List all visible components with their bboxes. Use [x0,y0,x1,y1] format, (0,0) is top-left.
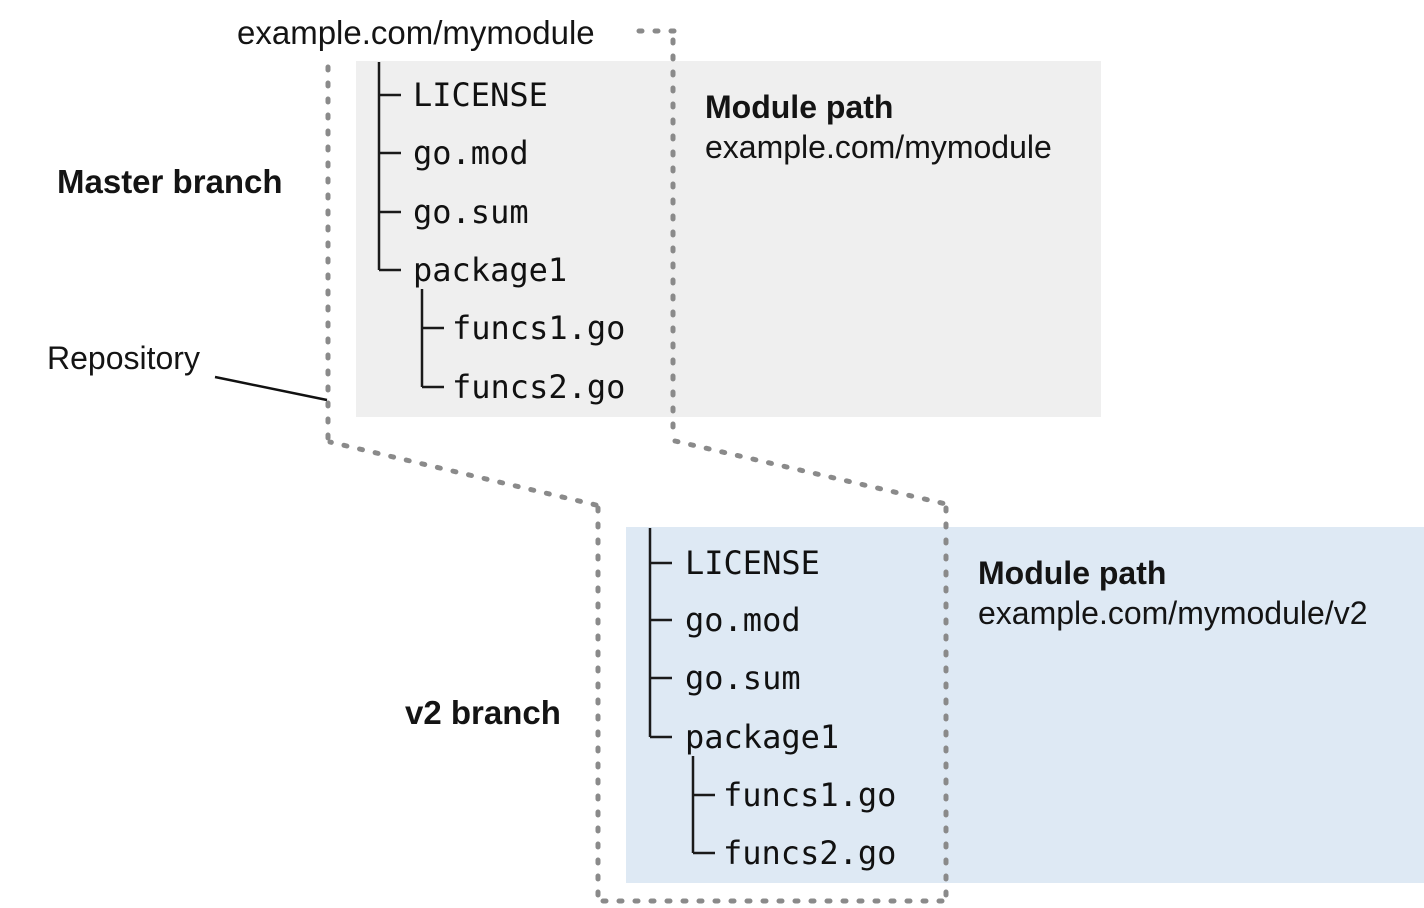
master-module-path-value: example.com/mymodule [705,129,1052,165]
master-branch-box [356,61,1101,417]
v2-tree-item-funcs2: funcs2.go [723,834,897,872]
v2-module-path: Module path example.com/mymodule/v2 [978,553,1367,633]
v2-module-path-value: example.com/mymodule/v2 [978,595,1368,631]
outline-left-diagonal [327,439,599,508]
v2-module-path-heading: Module path [978,555,1167,591]
master-branch-label: Master branch [57,163,283,200]
master-tree-item-package1: package1 [413,251,568,289]
master-tree-item-gomod: go.mod [413,134,529,172]
v2-tree-item-gomod: go.mod [685,601,801,639]
repository-pointer-line [214,375,328,402]
v2-branch-box [626,527,1424,883]
repository-url-label: example.com/mymodule [237,14,595,51]
v2-tree-item-package1: package1 [685,718,840,756]
v2-tree-item-license: LICENSE [685,544,820,582]
master-tree-item-funcs1: funcs1.go [452,309,626,347]
master-module-path: Module path example.com/mymodule [705,87,1052,167]
v2-tree-item-funcs1: funcs1.go [723,776,897,814]
v2-tree-item-gosum: go.sum [685,659,801,697]
v2-branch-label: v2 branch [405,694,561,731]
repository-label: Repository [47,340,200,376]
master-tree-item-license: LICENSE [413,76,548,114]
outline-right-diagonal [672,438,949,507]
master-module-path-heading: Module path [705,89,894,125]
master-tree-item-gosum: go.sum [413,193,529,231]
master-tree-item-funcs2: funcs2.go [452,368,626,406]
